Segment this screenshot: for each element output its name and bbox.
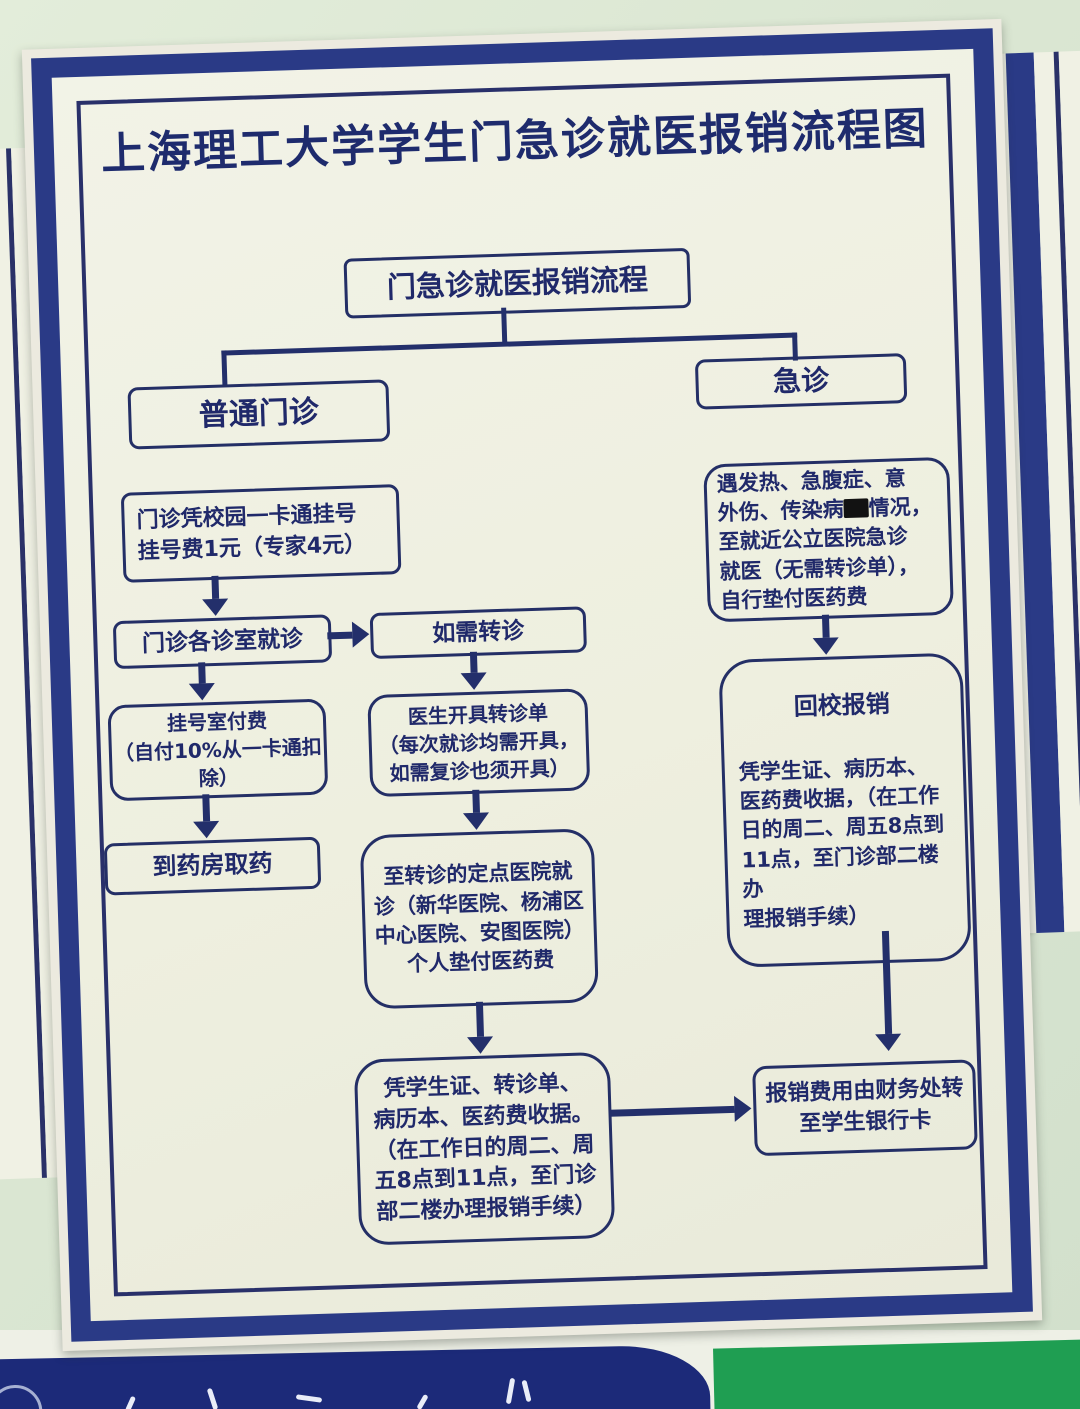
node-emergency: 急诊 bbox=[694, 353, 908, 410]
arrow-down bbox=[812, 614, 840, 656]
arrow-down bbox=[188, 662, 216, 701]
connector-line bbox=[221, 350, 228, 387]
node-pharmacy: 到药房取药 bbox=[103, 836, 322, 896]
arrow-right bbox=[609, 1095, 752, 1125]
node-pay: 挂号室付费 （自付10%从一卡通扣 除） bbox=[107, 698, 329, 802]
arrow-down bbox=[192, 794, 220, 839]
arrow-right bbox=[327, 621, 370, 648]
redaction-mark bbox=[843, 498, 869, 519]
node-transfer: 报销费用由财务处转 至学生银行卡 bbox=[752, 1059, 978, 1157]
node-emergency-info: 遇发热、急腹症、意 外伤、传染病情况， 至就近公立医院急诊 就医（无需转诊单），… bbox=[703, 456, 955, 623]
node-outpatient: 普通门诊 bbox=[127, 379, 391, 450]
board-blue-frame: 上海理工大学学生门急诊就医报销流程图 门急诊就医报销流程 普通门诊 急诊 门诊凭… bbox=[31, 28, 1033, 1342]
flowchart-area: 上海理工大学学生门急诊就医报销流程图 门急诊就医报销流程 普通门诊 急诊 门诊凭… bbox=[76, 73, 988, 1297]
lower-poster-green-panel bbox=[713, 1339, 1080, 1409]
node-hospital: 至转诊的定点医院就 诊（新华医院、杨浦区 中心医院、安图医院） 个人垫付医药费 bbox=[359, 828, 599, 1010]
arrow-down bbox=[872, 930, 902, 1052]
connector-line bbox=[221, 332, 798, 356]
node-register: 门诊凭校园一卡通挂号 挂号费1元（专家4元） bbox=[120, 484, 402, 583]
node-clinic: 门诊各诊室就诊 bbox=[112, 614, 333, 670]
node-root: 门急诊就医报销流程 bbox=[343, 247, 692, 319]
node-return-reimburse: 回校报销 凭学生证、病历本、 医药费收据，（在工作 日的周二、周五8点到 11点… bbox=[718, 652, 972, 968]
board-cream-margin: 上海理工大学学生门急诊就医报销流程图 门急诊就医报销流程 普通门诊 急诊 门诊凭… bbox=[51, 48, 1013, 1322]
arrow-down bbox=[466, 1001, 494, 1055]
return-title: 回校报销 bbox=[793, 689, 891, 721]
arrow-down bbox=[201, 575, 229, 617]
flowchart-board: 上海理工大学学生门急诊就医报销流程图 门急诊就医报销流程 普通门诊 急诊 门诊凭… bbox=[21, 18, 1043, 1352]
arrow-down bbox=[460, 651, 488, 691]
poster-title: 上海理工大学学生门急诊就医报销流程图 bbox=[100, 103, 930, 181]
arrow-down bbox=[462, 789, 490, 831]
node-doctor-note: 医生开具转诊单 （每次就诊均需开具， 如需复诊也须开具） bbox=[367, 688, 591, 798]
seal-logo-partial bbox=[0, 1384, 43, 1409]
return-body: 凭学生证、病历本、 医药费收据，（在工作 日的周二、周五8点到 11点，至门诊部… bbox=[738, 754, 945, 932]
node-outpatient-reimburse: 凭学生证、转诊单、 病历本、医药费收据。 （在工作日的周二、周 五8点到11点，… bbox=[353, 1051, 616, 1246]
